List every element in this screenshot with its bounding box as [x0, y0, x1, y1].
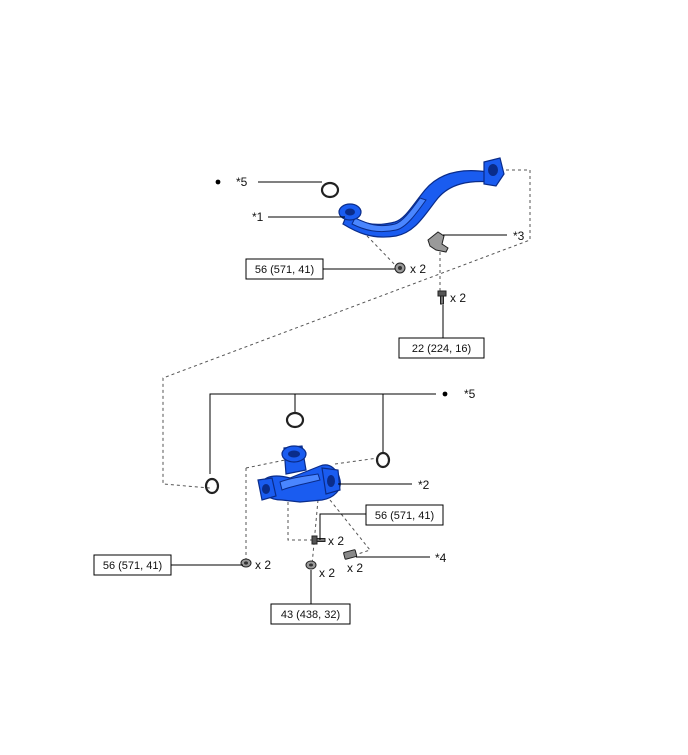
bracket-bolt — [437, 290, 447, 305]
qty-stud: x 2 — [347, 561, 363, 575]
qty-top-nut: x 2 — [410, 262, 426, 276]
bolt-mid — [311, 535, 326, 545]
torque-box-left: 56 (571, 41) — [93, 554, 172, 576]
torque-box-mid: 56 (571, 41) — [365, 504, 444, 526]
torque-value-mid: 56 (571, 41) — [375, 510, 434, 522]
callout-3: *3 — [513, 229, 525, 243]
torque-value-top: 56 (571, 41) — [255, 264, 314, 276]
callout-4: *4 — [435, 551, 447, 565]
new-part-bullet-top — [215, 179, 221, 185]
bolt-bottom — [305, 560, 317, 570]
callout-5-mid: *5 — [464, 387, 476, 401]
qty-bracket-bolt: x 2 — [450, 291, 466, 305]
leader-lines — [171, 181, 507, 604]
torque-box-bracket: 22 (224, 16) — [398, 337, 485, 359]
nut-left — [240, 558, 252, 568]
gasket-mid-top — [285, 411, 305, 429]
upper-water-pipe — [338, 157, 505, 238]
callout-5-top: *5 — [236, 175, 248, 189]
callout-1: *1 — [252, 210, 264, 224]
gasket-mid-right — [375, 451, 391, 469]
torque-box-top: 56 (571, 41) — [245, 258, 324, 280]
torque-value-left: 56 (571, 41) — [103, 560, 162, 572]
qty-bottom-bolt: x 2 — [319, 566, 335, 580]
torque-value-bottom: 43 (438, 32) — [281, 609, 340, 621]
qty-left-nut: x 2 — [255, 558, 271, 572]
gasket-mid-left — [204, 477, 220, 495]
nut-top — [394, 262, 406, 274]
qty-mid-bolt: x 2 — [328, 534, 344, 548]
dashed-connection-lines — [162, 169, 531, 566]
stud-bolt — [343, 549, 358, 560]
water-outlet-housing — [257, 445, 341, 503]
torque-value-bracket: 22 (224, 16) — [412, 343, 471, 355]
torque-box-bottom: 43 (438, 32) — [270, 603, 351, 625]
callout-2: *2 — [418, 478, 430, 492]
new-part-bullet-mid — [442, 391, 448, 397]
bracket — [427, 231, 449, 253]
gasket-top — [320, 181, 340, 199]
